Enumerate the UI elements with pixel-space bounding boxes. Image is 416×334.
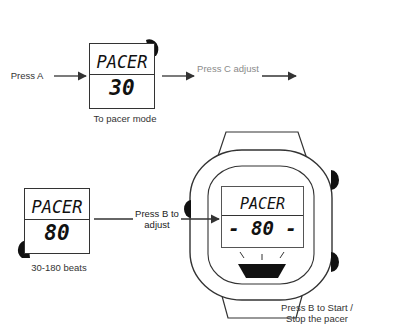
- mode-text: PACER: [28, 197, 85, 219]
- watch-button: [331, 252, 339, 272]
- arrow: [54, 75, 86, 76]
- watch-logo-plate: [238, 264, 286, 278]
- watch-case: [190, 150, 332, 300]
- caption-label: 30-180 beats: [18, 262, 100, 273]
- tick: [240, 252, 244, 258]
- lcd-display: PACER80: [24, 188, 90, 254]
- value-text: 30: [90, 74, 154, 101]
- watch-button: [184, 200, 191, 218]
- arrow: [262, 75, 296, 76]
- tick: [262, 254, 263, 260]
- lcd-display: PACER30: [89, 43, 155, 109]
- caption-label: Press A: [2, 70, 52, 81]
- arrow: [162, 75, 194, 76]
- caption-label: Press B to Start / Stop the pacer: [272, 302, 362, 324]
- mode-text: PACER: [237, 195, 288, 215]
- value-text: - 80 -: [222, 215, 303, 240]
- edge-label: Press B to adjust: [133, 207, 181, 231]
- caption-label: To pacer mode: [88, 113, 162, 124]
- watch-bezel: [208, 166, 314, 284]
- watch-display: PACER- 80 -: [221, 186, 304, 248]
- tick: [280, 252, 284, 258]
- caption-label: Press C adjust: [196, 63, 260, 74]
- watch-button: [331, 170, 339, 190]
- value-text: 80: [25, 219, 89, 246]
- mode-text: PACER: [93, 52, 150, 74]
